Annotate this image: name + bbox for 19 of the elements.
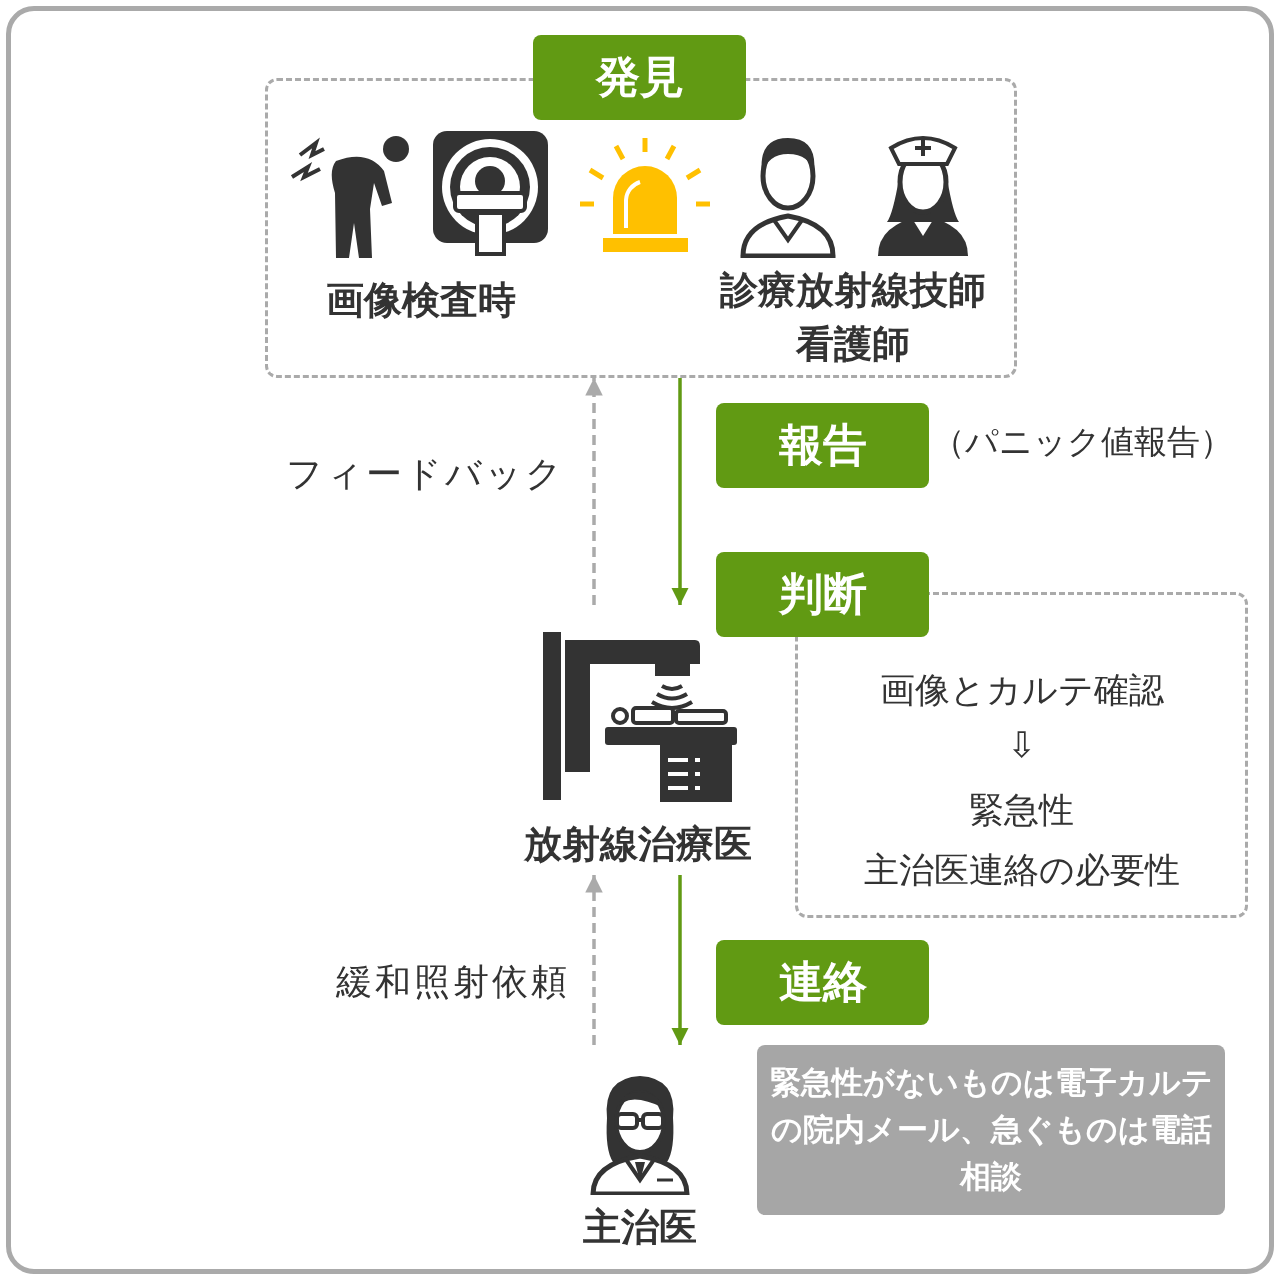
note-box: 緊急性がないものは電子カルテの院内メール、急ぐものは電話相談 bbox=[757, 1045, 1225, 1215]
down-arrow-symbol: ⇩ bbox=[1005, 725, 1038, 767]
role-label: 放射線治療医 bbox=[522, 821, 753, 868]
body-text: 画像とカルテ確認 bbox=[878, 669, 1165, 712]
step-tab: 報告 bbox=[716, 403, 929, 488]
arrow bbox=[671, 875, 689, 1045]
step-tab: 発見 bbox=[533, 35, 746, 120]
step-tab: 判断 bbox=[716, 552, 929, 637]
body-text: 緊急性 bbox=[968, 789, 1075, 832]
role-label: 画像検査時 bbox=[324, 277, 517, 324]
arrow bbox=[585, 378, 603, 605]
role-label: 主治医 bbox=[582, 1204, 698, 1251]
arrow bbox=[585, 875, 603, 1045]
step-tab: 連絡 bbox=[716, 940, 929, 1025]
arrow bbox=[671, 378, 689, 605]
role-label: 看護師 bbox=[795, 321, 911, 368]
role-label: 診療放射線技師 bbox=[719, 267, 987, 314]
note-text: （パニック値報告） bbox=[932, 421, 1234, 463]
body-text: 主治医連絡の必要性 bbox=[862, 849, 1181, 892]
